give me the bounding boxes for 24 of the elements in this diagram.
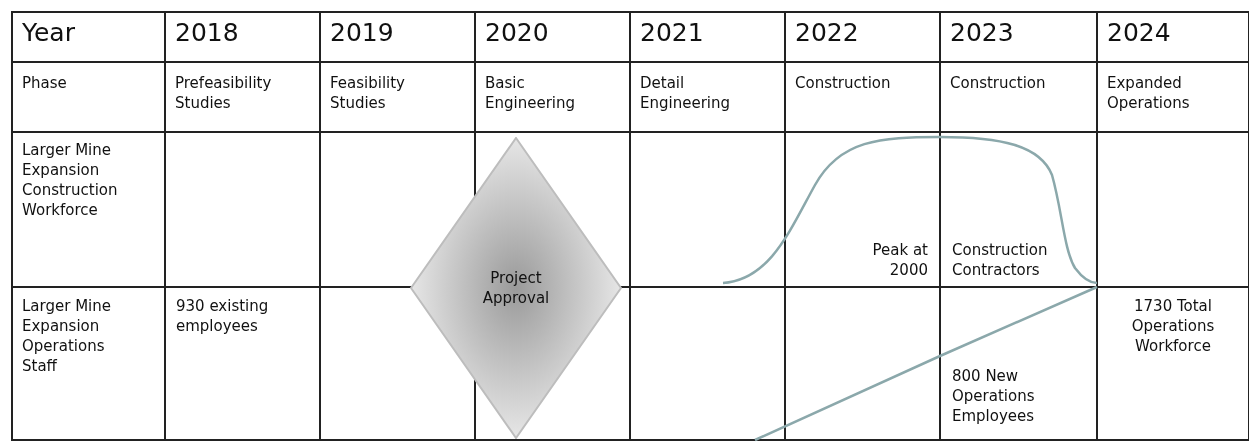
table-cell-text: Detail Engineering (640, 73, 731, 113)
annotation-text: Peak at 2000 (871, 240, 928, 280)
row-header: Phase (22, 73, 68, 93)
table-cell-text: Expanded Operations (1107, 73, 1191, 113)
table-cell-text: Feasibility Studies (330, 73, 406, 113)
column-header: Year (22, 18, 76, 48)
column-header: 2024 (1107, 18, 1172, 48)
column-header: 2018 (175, 18, 240, 48)
table-cell-text: Prefeasibility Studies (175, 73, 273, 113)
table-cell-text: Construction (950, 73, 1047, 93)
row-header: Larger Mine Expansion Operations Staff (22, 296, 112, 376)
column-header: 2023 (950, 18, 1015, 48)
diamond-label: Project Approval (481, 268, 551, 308)
annotation-text: 800 New Operations Employees (952, 366, 1036, 426)
annotation-text: Construction Contractors (952, 240, 1049, 280)
column-header: 2020 (485, 18, 550, 48)
row-header: Larger Mine Expansion Construction Workforce (22, 140, 119, 220)
column-header: 2021 (640, 18, 705, 48)
column-header: 2019 (330, 18, 395, 48)
table-cell-text: Basic Engineering (485, 73, 576, 113)
column-header: 2022 (795, 18, 860, 48)
table-cell-text: Construction (795, 73, 892, 93)
table-cell-text: 930 existing employees (176, 296, 270, 336)
annotation-text: 1730 Total Operations Workforce (1130, 296, 1216, 356)
